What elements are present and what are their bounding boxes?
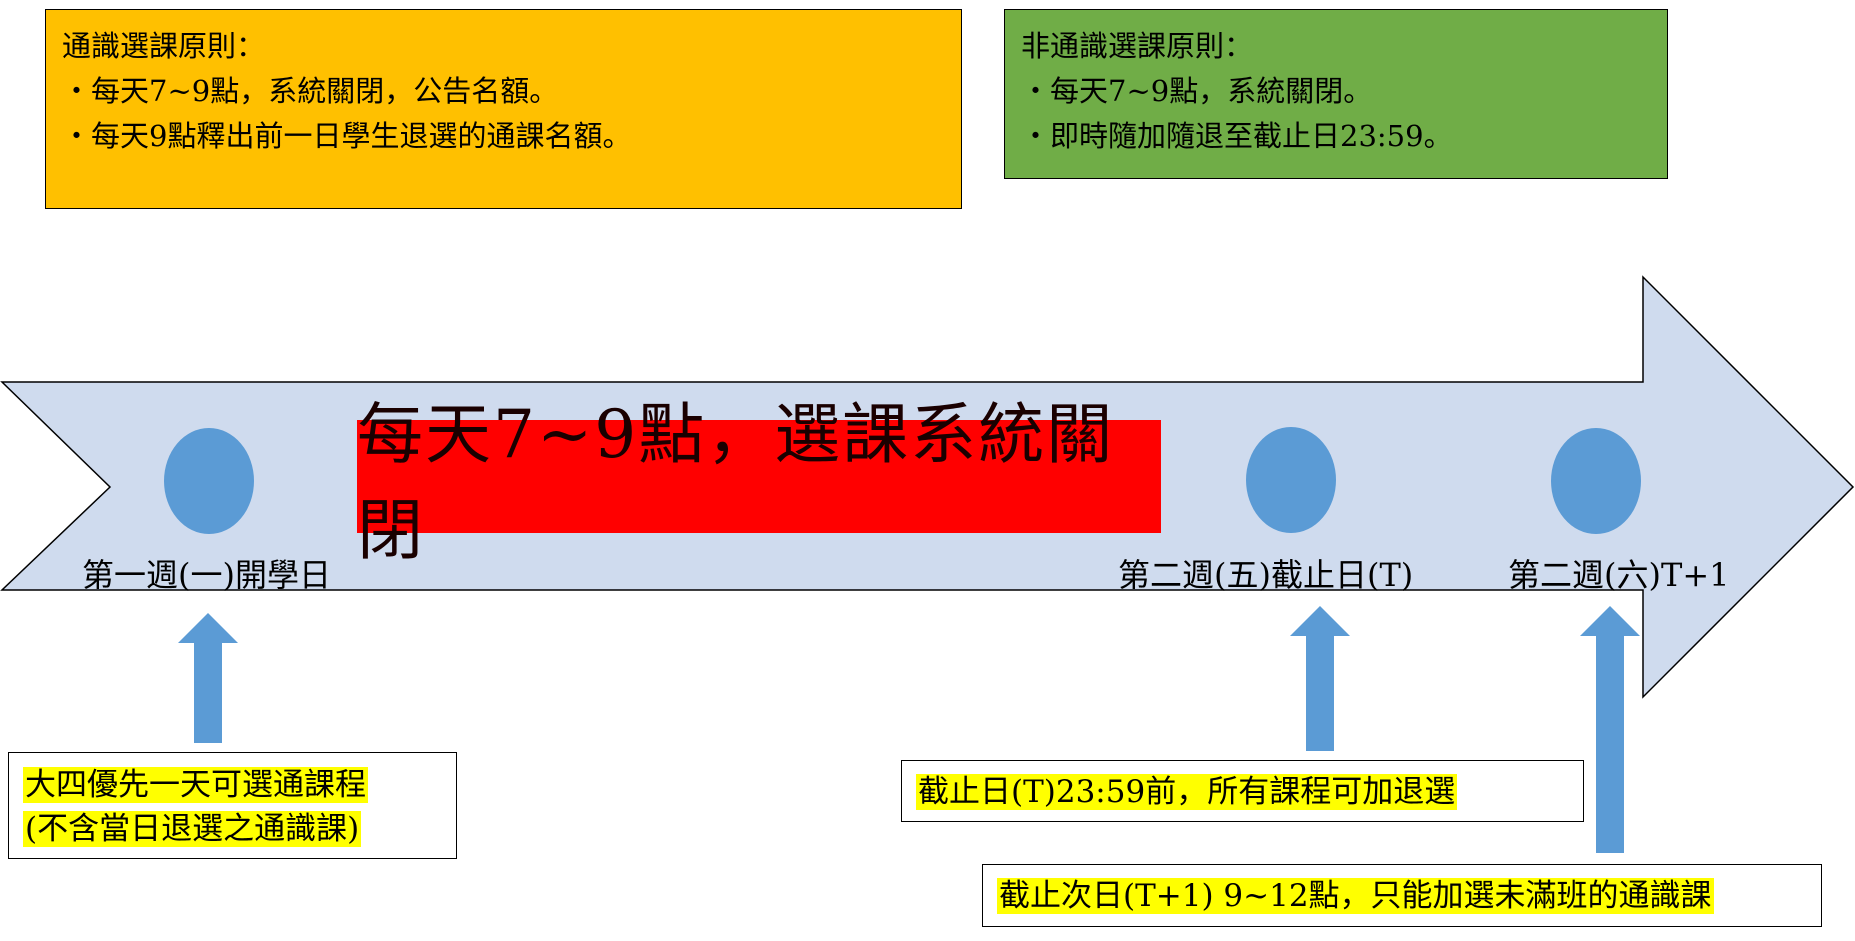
non-general-rules-title: 非通識選課原則：	[1021, 29, 1254, 63]
general-rules-box: 通識選課原則： ・每天7~9點，系統關閉，公告名額。 ・每天9點釋出前一日學生退…	[45, 9, 962, 209]
note-line: 截止次日(T+1) 9~12點，只能加選未滿班的通識課	[997, 878, 1714, 914]
note-line: 大四優先一天可選通課程	[23, 767, 368, 803]
non-general-rule-item: ・即時隨加隨退至截止日23:59。	[1021, 118, 1453, 153]
general-rules-title: 通識選課原則：	[62, 29, 266, 63]
milestone-dot-next-day	[1551, 428, 1641, 534]
milestone-label-next-day: 第二週(六)T+1	[1508, 556, 1730, 594]
note-line: (不含當日退選之通識課)	[23, 811, 362, 848]
up-arrow-next-day	[1580, 606, 1640, 853]
note-line: 截止日(T)23:59前，所有課程可加退選	[916, 774, 1458, 810]
milestone-dot-deadline	[1246, 427, 1336, 533]
non-general-rules-box: 非通識選課原則： ・每天7~9點，系統關閉。 ・即時隨加隨退至截止日23:59。	[1004, 9, 1668, 179]
up-arrow-start	[178, 613, 238, 743]
system-closed-banner: 每天7~9點，選課系統關閉	[357, 396, 1161, 569]
note-senior-priority: 大四優先一天可選通課程 (不含當日退選之通識課)	[8, 752, 457, 859]
general-rule-item: ・每天9點釋出前一日學生退選的通課名額。	[62, 118, 632, 153]
up-arrow-deadline	[1290, 606, 1350, 751]
non-general-rule-item: ・每天7~9點，系統關閉。	[1021, 73, 1373, 108]
note-next-day: 截止次日(T+1) 9~12點，只能加選未滿班的通識課	[982, 864, 1822, 927]
milestone-label-start: 第一週(一)開學日	[82, 556, 331, 594]
note-deadline: 截止日(T)23:59前，所有課程可加退選	[901, 760, 1584, 822]
milestone-dot-start	[164, 428, 254, 534]
general-rule-item: ・每天7~9點，系統關閉，公告名額。	[62, 73, 559, 108]
milestone-label-deadline: 第二週(五)截止日(T)	[1118, 556, 1414, 594]
